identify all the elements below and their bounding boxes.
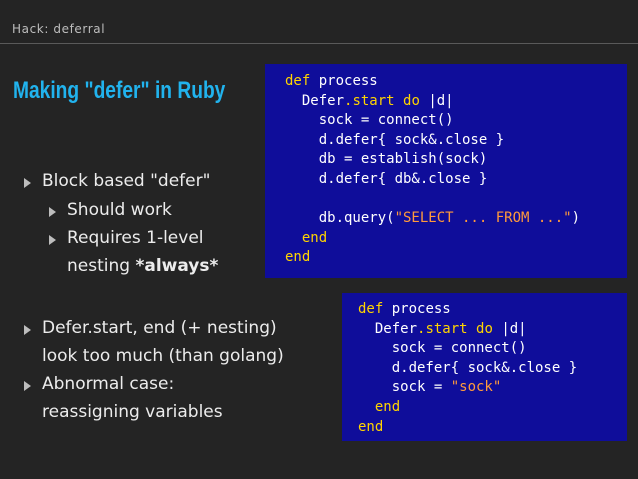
bullet-text: Abnormal case: [42,374,175,394]
sub-bullet-item: Requires 1-level [49,227,204,249]
code-line [285,190,627,210]
section-label: Hack: deferral [12,22,106,36]
bullet-continuation: look too much (than golang) [42,345,284,367]
code-token: d.defer{ db&.close } [285,170,488,187]
code-token: Defer [358,320,418,337]
bullet-text: Defer.start, end (+ nesting) [42,318,277,338]
bullet-triangle-icon [49,207,56,217]
slide-title: Making "defer" in Ruby [13,77,226,104]
code-block-defer-process: def process Defer.start do |d| sock = co… [265,64,627,278]
code-keyword: end [358,398,401,415]
code-token: db = establish(sock) [285,151,488,168]
bullet-triangle-icon [49,235,56,245]
bullet-continuation: reassigning variables [42,401,223,423]
code-line: def process [358,300,627,320]
code-line: end [285,229,627,249]
code-line: sock = connect() [285,111,627,131]
code-line: end [285,248,627,268]
code-token: |d| [492,320,527,337]
code-line: db = establish(sock) [285,150,627,170]
bullet-text: look too much (than golang) [42,346,284,366]
code-line: sock = "sock" [358,378,627,398]
code-block-abnormal-case: def process Defer.start do |d| sock = co… [342,293,627,441]
code-token: sock = [358,379,451,396]
code-token: Defer [285,92,345,109]
bullet-text: Block based "defer" [42,171,211,191]
code-keyword: do [476,320,493,337]
code-keyword: do [403,92,420,109]
sub-bullet-item: Should work [49,199,172,221]
code-token: |d| [419,92,454,109]
code-line: d.defer{ sock&.close } [285,131,627,151]
bullet-text: nesting [67,256,136,276]
code-string: "sock" [450,379,502,396]
code-line: Defer.start do |d| [285,92,627,112]
code-token: sock = connect() [358,340,527,357]
code-keyword: end [358,418,384,435]
code-token: d.defer{ sock&.close } [285,131,505,148]
bullet-text: Requires 1-level [67,228,204,248]
code-token: d.defer{ sock&.close } [358,359,578,376]
code-token: sock = connect() [285,112,454,129]
bullet-text: Should work [67,200,172,220]
code-line: end [358,418,627,438]
code-token: process [383,301,451,317]
code-line: sock = connect() [358,339,627,359]
bullet-triangle-icon [24,325,31,335]
code-keyword: def [285,73,311,89]
code-keyword: end [285,229,328,246]
code-keyword: end [285,249,311,266]
header-divider [0,43,638,44]
code-line: end [358,398,627,418]
bullet-item: Block based "defer" [24,170,211,192]
code-line: d.defer{ db&.close } [285,170,627,190]
code-keyword: .start [417,320,477,337]
code-line: d.defer{ sock&.close } [358,359,627,379]
code-string: "SELECT ... FROM ..." [394,210,572,227]
code-line: Defer.start do |d| [358,320,627,340]
code-line: db.query("SELECT ... FROM ...") [285,209,627,229]
code-token: db.query( [285,210,395,227]
code-keyword: .start [344,92,404,109]
code-token: process [310,73,378,89]
bullet-emphasis: *always* [135,256,219,276]
code-token: ) [571,210,581,227]
bullet-text: reassigning variables [42,402,223,422]
bullet-triangle-icon [24,178,31,188]
bullet-item: Abnormal case: [24,373,175,395]
bullet-item: Defer.start, end (+ nesting) [24,317,277,339]
code-line: def process [285,72,627,92]
bullet-triangle-icon [24,381,31,391]
code-keyword: def [358,301,384,317]
bullet-continuation: nesting *always* [67,255,218,277]
